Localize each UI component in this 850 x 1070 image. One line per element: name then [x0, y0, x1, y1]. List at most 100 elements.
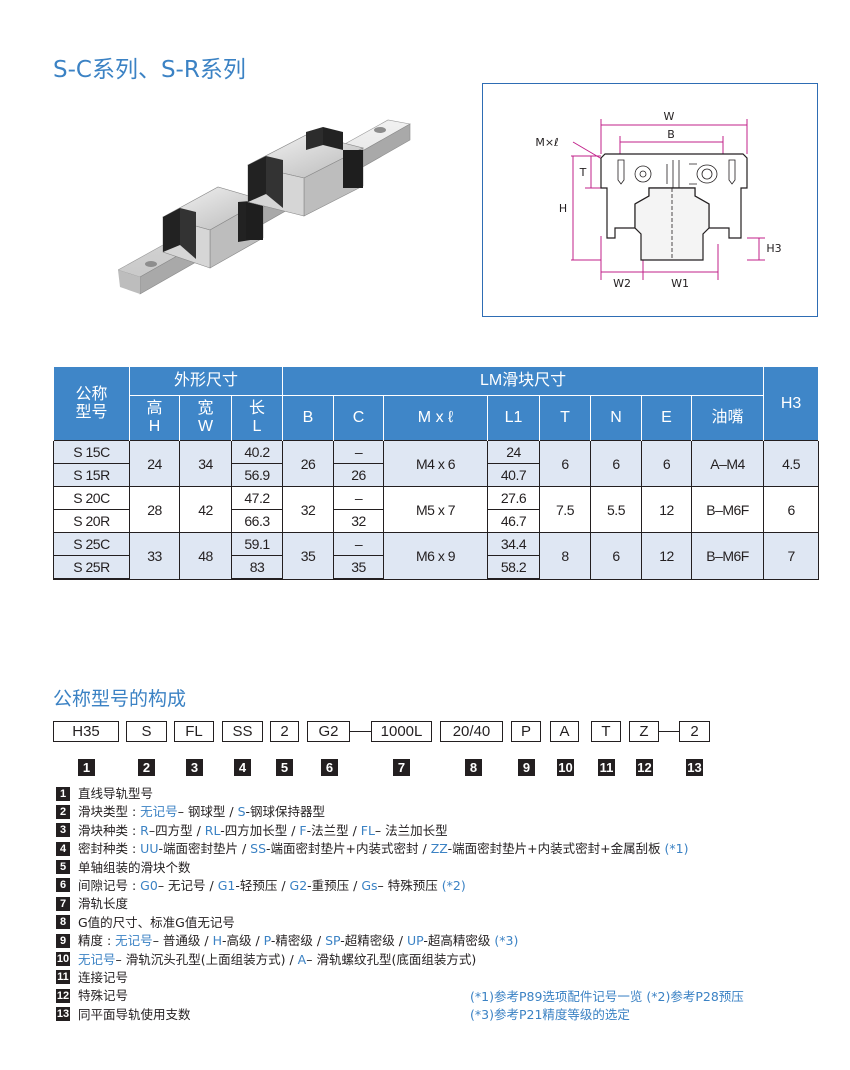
cell-width: 34 [179, 440, 232, 487]
cell-L1: 46.7 [487, 509, 540, 533]
legend-text: 连接记号 [78, 969, 129, 985]
legend-text: UU [140, 841, 159, 857]
code-box: H35 [53, 721, 119, 742]
code-number-badge: 9 [518, 759, 535, 776]
dim-T-label: T [579, 166, 587, 179]
code-number-badge: 8 [465, 759, 482, 776]
legend-text: – 特殊预压 [377, 877, 442, 893]
header-grease: 油嘴 [690, 395, 765, 441]
code-box: 1000L [371, 721, 432, 742]
header-C: C [333, 395, 384, 441]
cell-grease: A–M4 [690, 440, 765, 487]
legend-text: G0 [140, 877, 158, 893]
header-mxl: M x ℓ [383, 395, 488, 441]
legend-text: G值的尺寸、标准G值无记号 [78, 914, 235, 930]
legend-text: 无记号 [140, 804, 178, 820]
legend-number: 3 [56, 823, 70, 838]
cell-T: 6 [539, 440, 591, 487]
cell-L1: 27.6 [487, 486, 540, 510]
legend-number: 2 [56, 804, 70, 819]
cell-length: 40.2 [231, 440, 283, 464]
legend-text: (*3) [494, 933, 519, 949]
note-line: (*3)参考P21精度等级的选定 [470, 1007, 630, 1023]
legend-text: -精密级 / [270, 933, 326, 949]
legend-text: F [299, 822, 307, 838]
code-number-badge: 13 [686, 759, 703, 776]
cell-C: – [333, 440, 384, 464]
code-number-badge: 7 [393, 759, 410, 776]
dim-W1-label: W1 [671, 277, 689, 290]
header-N: N [590, 395, 642, 441]
cell-mxl: M4 x 6 [383, 440, 488, 487]
cell-L1: 34.4 [487, 532, 540, 556]
legend-text: FL [360, 822, 375, 838]
cell-height: 28 [129, 486, 180, 533]
legend-text: 滑轨长度 [78, 896, 129, 912]
legend-text: (*1) [664, 841, 689, 857]
cell-model: S 25C [53, 532, 130, 556]
header-L1: L1 [487, 395, 540, 441]
dim-mxl-label: M×ℓ [535, 136, 558, 149]
legend-text: -四方加长型 / [220, 822, 300, 838]
cell-N: 6 [590, 532, 642, 580]
header-H3: H3 [763, 367, 820, 441]
cell-B: 32 [282, 486, 334, 533]
cell-B: 26 [282, 440, 334, 487]
legend-text: -重预压 / [307, 877, 362, 893]
cell-T: 7.5 [539, 486, 591, 533]
legend-text: – 法兰加长型 [374, 822, 448, 838]
legend-text: 精度 : [78, 933, 116, 949]
code-box: Z [629, 721, 659, 742]
cell-model: S 15R [53, 463, 130, 487]
code-box: 2 [270, 721, 299, 742]
cell-length: 56.9 [231, 463, 283, 487]
legend-text: -端面密封垫片+内装式密封+金属刮板 [447, 841, 665, 857]
legend-text: -轻预压 / [235, 877, 290, 893]
legend-text: Gs [361, 877, 378, 893]
cell-L1: 24 [487, 440, 540, 464]
legend-text: – 无记号 / [157, 877, 218, 893]
code-box: A [550, 721, 579, 742]
cell-C: 26 [333, 463, 384, 487]
legend-number: 6 [56, 878, 70, 893]
legend-text: 无记号 [115, 933, 153, 949]
cell-C: – [333, 532, 384, 556]
cell-H3: 4.5 [763, 440, 820, 487]
legend-number: 12 [56, 988, 70, 1003]
cell-C: 35 [333, 555, 384, 580]
legend-text: – 普通级 / [152, 933, 213, 949]
legend-text: A [297, 951, 307, 967]
legend-text: 同平面导轨使用支数 [78, 1006, 191, 1022]
header-width: 宽 W [179, 395, 232, 441]
legend-text: SP [325, 933, 341, 949]
legend-text: RL [204, 822, 221, 838]
code-number-badge: 11 [598, 759, 615, 776]
code-box: SS [222, 721, 263, 742]
spec-table: 公称 型号 外形尺寸 LM滑块尺寸 H3 高 H 宽 W 长 L B C M x… [53, 367, 820, 580]
note-line: (*1)参考P89选项配件记号一览 (*2)参考P28预压 [470, 989, 744, 1004]
code-number-badge: 1 [78, 759, 95, 776]
code-number-badge: 3 [186, 759, 203, 776]
code-connector [350, 731, 371, 732]
dimension-drawing: W B M×ℓ T H H3 W2 W1 [482, 83, 818, 317]
legend-text: – 滑轨沉头孔型(上面组装方式) / [115, 951, 298, 967]
reference-notes: (*1)参考P89选项配件记号一览 (*2)参考P28预压 (*3)参考P21精… [470, 988, 744, 1025]
code-number-badge: 10 [557, 759, 574, 776]
legend-text: 滑块种类 : [78, 822, 141, 838]
legend-text: 直线导轨型号 [78, 786, 154, 801]
code-box: 20/40 [440, 721, 503, 742]
code-box: P [511, 721, 541, 742]
legend-text: -超精密级 / [340, 933, 407, 949]
code-number-badge: 12 [636, 759, 653, 776]
